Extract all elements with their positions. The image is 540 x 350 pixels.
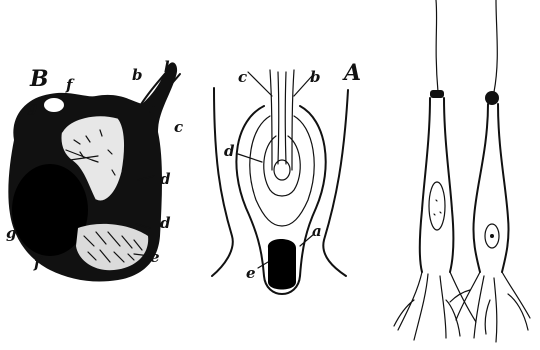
cell-right-dendrites [450, 272, 530, 342]
panel-b-label: B [29, 66, 49, 92]
panel-b-label-b-right: b [164, 58, 175, 76]
panel-a-inner-integument [250, 116, 314, 226]
panel-a-label-a: a [312, 222, 322, 240]
panel-b-label-d-upper: d [160, 170, 171, 188]
panel-a-label-c: c [238, 68, 247, 86]
cell-right-axon [494, 0, 497, 92]
panel-b-label-d-lower: d [160, 214, 171, 232]
cell-left-dendrites [394, 272, 476, 340]
panel-b: B f g b b c d d g f e [6, 58, 183, 282]
panel-b-knob [43, 97, 65, 113]
cell-left [394, 0, 476, 340]
panel-b-label-c: c [174, 118, 183, 136]
cell-right [450, 0, 530, 342]
panel-b-label-e: e [150, 248, 160, 266]
panel-cells [394, 0, 530, 342]
panel-b-label-g-bottom: g [6, 224, 17, 242]
cell-right-nucleolus [490, 234, 494, 238]
panel-a-micropyle [270, 70, 294, 170]
cell-left-cap [430, 90, 444, 98]
panel-a-tube-tip [274, 160, 290, 180]
panel-b-label-f-top: f [65, 76, 75, 94]
panel-a-label-b: b [310, 68, 321, 86]
cell-right-body [473, 104, 508, 272]
panel-a: A c b d a e [212, 60, 361, 294]
panel-a-embryo-sac [268, 239, 296, 290]
panel-b-label-g-top: g [27, 98, 38, 116]
panel-a-label-d: d [224, 142, 235, 160]
cell-left-axon [436, 0, 438, 92]
panel-a-label: A [342, 60, 361, 86]
cell-left-nucleus [429, 182, 445, 230]
cell-right-cap [485, 91, 499, 105]
cell-left-body [420, 98, 454, 272]
cell-left-nucleus-dots [434, 200, 441, 215]
panel-a-label-e: e [246, 264, 256, 282]
panel-a-nucellus [264, 136, 301, 196]
panel-b-label-b-left: b [132, 66, 143, 84]
